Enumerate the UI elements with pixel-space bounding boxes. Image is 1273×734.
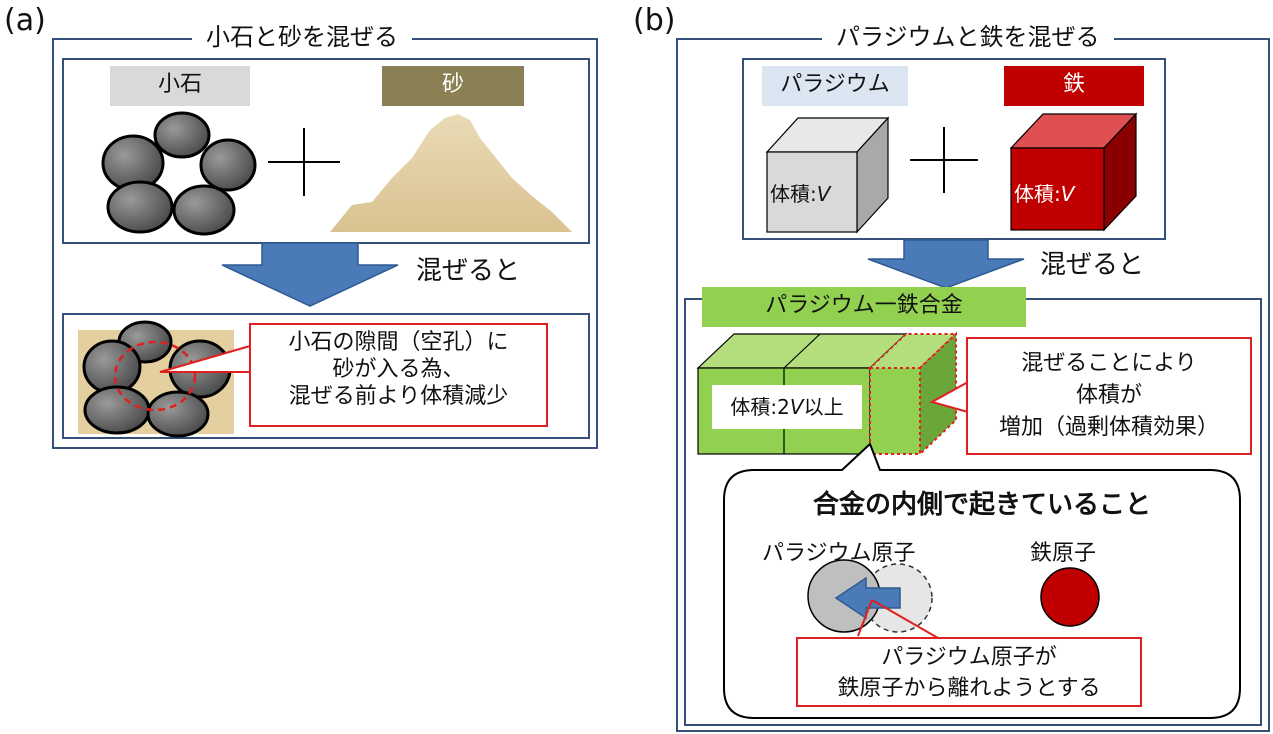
palladium-atom-label: パラジウム原子 [762, 541, 916, 566]
panel-b-title: パラジウムと鉄を混ぜる [822, 22, 1114, 52]
panel-a-arrow-label: 混ぜると [416, 256, 521, 286]
sand-pile-image [330, 114, 572, 232]
palladium-cube [765, 116, 890, 234]
callout-line: 体積が [1075, 383, 1142, 408]
excess-volume-block [867, 331, 959, 457]
pebbles-image [101, 111, 257, 236]
panel-b-letter: (b) [633, 3, 676, 38]
pebble [172, 184, 236, 236]
iron-atom-label: 鉄原子 [1030, 541, 1097, 566]
plus-icon [268, 128, 340, 196]
alloy-volume-box: 体積:2V以上 [712, 385, 862, 429]
callout-line: 混ぜることにより [1021, 351, 1197, 376]
pebbles-label: 小石 [110, 66, 250, 106]
alloy-label: パラジウム一鉄合金 [702, 287, 1026, 327]
panel-a-down-arrow-icon [221, 242, 399, 307]
palladium-volume: 体積:V [770, 182, 831, 206]
panel-b-arrow-label: 混ぜると [1040, 250, 1145, 280]
iron-atom [1040, 567, 1100, 627]
pebble [146, 390, 210, 438]
callout-line: 小石の隙間（空孔）に [288, 330, 509, 355]
sand-label: 砂 [382, 66, 524, 106]
panel-a-letter: (a) [4, 3, 46, 38]
panel-a-title: 小石と砂を混ぜる [192, 22, 412, 52]
callout-line: 鉄原子から離れようとする [837, 676, 1101, 701]
iron-label: 鉄 [1004, 66, 1144, 106]
panel-a-result-callout: 小石の隙間（空孔）に 砂が入る為、 混ぜる前より体積減少 [249, 323, 548, 427]
pebble [153, 111, 211, 159]
callout-line: 混ぜる前より体積減少 [288, 384, 509, 409]
pebble [199, 138, 257, 192]
callout-line: 砂が入る為、 [332, 357, 465, 382]
iron-cube [1009, 112, 1138, 232]
atom-note-callout: パラジウム原子が 鉄原子から離れようとする [796, 637, 1142, 707]
iron-volume: 体積:V [1014, 182, 1075, 206]
inside-title: 合金の内側で起きていること [812, 490, 1151, 520]
palladium-label: パラジウム [762, 66, 908, 106]
callout-line: パラジウム原子が [881, 645, 1057, 670]
excess-volume-callout: 混ぜることにより 体積が 増加（過剰体積効果） [966, 337, 1252, 455]
pebble [106, 180, 174, 234]
plus-icon [910, 127, 978, 193]
callout-line: 増加（過剰体積効果） [998, 415, 1219, 440]
gap-highlight-circle [113, 340, 197, 412]
panel-b-down-arrow-icon [867, 239, 1025, 289]
